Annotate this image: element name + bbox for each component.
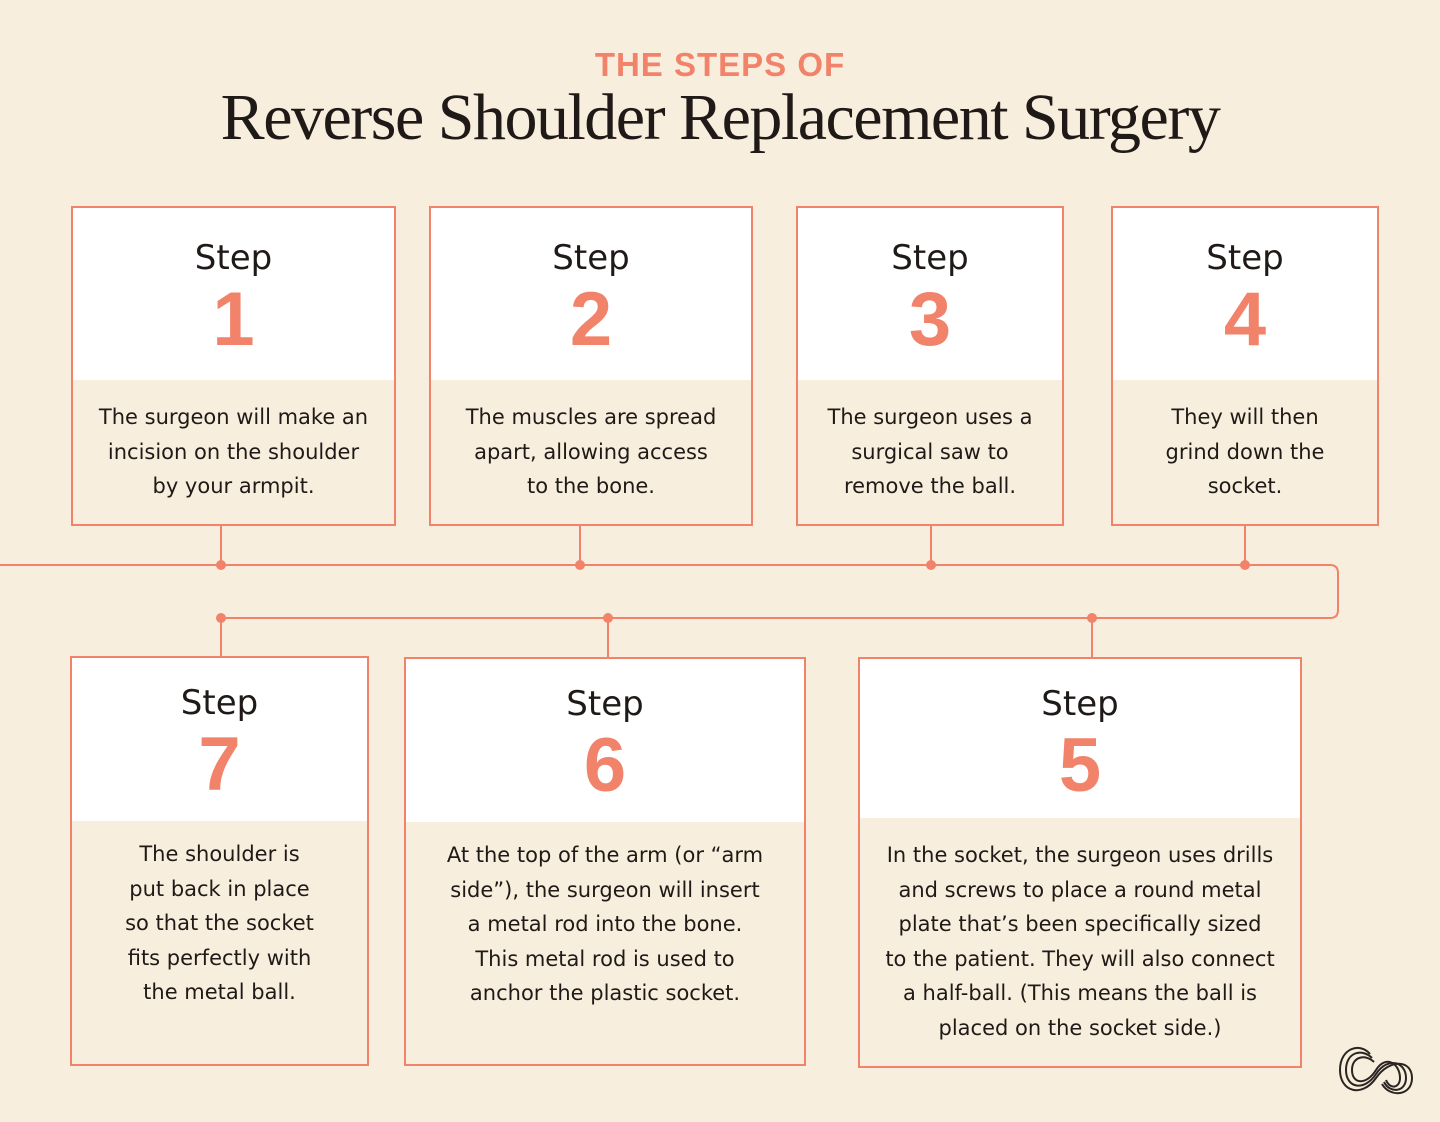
- step-number: 7: [198, 722, 241, 807]
- step-description: They will then grind down the socket.: [1165, 405, 1325, 499]
- step-number: 1: [212, 277, 255, 362]
- step-card-2: Step 2 The muscles are spread apart, all…: [429, 206, 753, 526]
- step-label: Step: [1041, 684, 1119, 724]
- connector-dot: [603, 613, 613, 623]
- step-label: Step: [180, 683, 259, 723]
- step-card-head: Step 2: [431, 208, 751, 380]
- step-card-4: Step 4 They will then grind down the soc…: [1111, 206, 1379, 526]
- step-label: Step: [891, 238, 969, 278]
- connector-dot: [575, 560, 585, 570]
- kicker: THE STEPS OF: [594, 46, 846, 83]
- step-card-head: Step 5: [860, 659, 1300, 818]
- step-description: The surgeon uses a surgical saw to remov…: [827, 405, 1033, 499]
- connector-dot: [216, 613, 226, 623]
- step-card-1: Step 1 The surgeon will make an incision…: [71, 206, 396, 526]
- step-card-head: Step 1: [73, 208, 394, 380]
- connector-dot: [216, 560, 226, 570]
- step-card-head: Step 7: [72, 658, 367, 821]
- step-card-5: Step 5 In the socket, the surgeon uses d…: [858, 657, 1302, 1068]
- step-label: Step: [1206, 238, 1284, 278]
- step-card-head: Step 4: [1113, 208, 1377, 380]
- connector-dot: [1087, 613, 1097, 623]
- step-number: 6: [583, 723, 627, 808]
- connector-dot: [1240, 560, 1250, 570]
- step-description: The shoulder is put back in place so tha…: [125, 842, 314, 1004]
- step-description: The muscles are spread apart, allowing a…: [465, 405, 717, 499]
- step-number: 5: [1058, 723, 1102, 808]
- step-card-head: Step 3: [798, 208, 1062, 380]
- step-number: 2: [569, 277, 613, 362]
- step-label: Step: [194, 238, 273, 278]
- step-card-3: Step 3 The surgeon uses a surgical saw t…: [796, 206, 1064, 526]
- page-title: Reverse Shoulder Replacement Surgery: [220, 81, 1221, 154]
- step-label: Step: [566, 684, 644, 724]
- step-description: The surgeon will make an incision on the…: [98, 405, 369, 499]
- step-description: At the top of the arm (or “arm side”), t…: [446, 843, 764, 1005]
- step-number: 4: [1223, 277, 1267, 362]
- step-card-6: Step 6 At the top of the arm (or “arm si…: [404, 657, 806, 1066]
- step-card-head: Step 6: [406, 659, 804, 822]
- connector-dot: [926, 560, 936, 570]
- infinity-knot-icon: [1338, 1046, 1414, 1094]
- step-card-7: Step 7 The shoulder is put back in place…: [70, 656, 369, 1066]
- step-number: 3: [908, 277, 952, 362]
- step-label: Step: [552, 238, 630, 278]
- step-description: In the socket, the surgeon uses drills a…: [885, 843, 1275, 1040]
